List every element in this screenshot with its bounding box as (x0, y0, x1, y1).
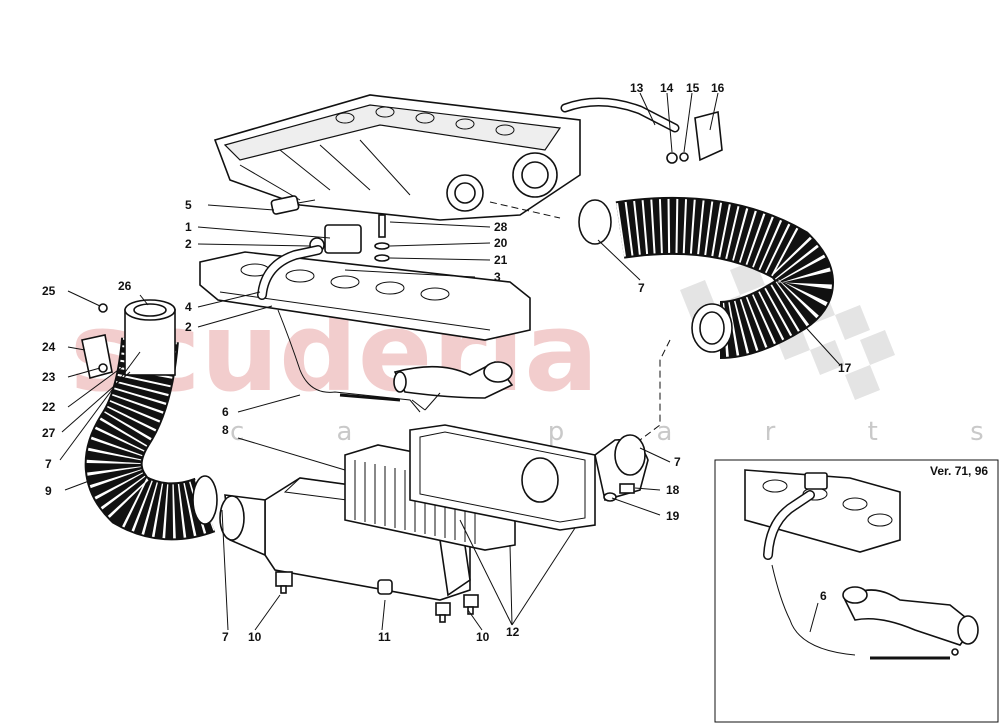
inset-title: Ver. 71, 96 (930, 464, 988, 478)
callout-7b: 7 (45, 457, 52, 471)
callout-9: 9 (45, 484, 52, 498)
air-box (219, 424, 649, 601)
bracket (666, 110, 723, 164)
callout-26: 26 (118, 279, 132, 293)
callout-6: 6 (222, 405, 229, 419)
callout-7c: 7 (674, 455, 681, 469)
callout-23: 23 (42, 370, 56, 384)
callout-8: 8 (222, 423, 229, 437)
callout-14: 14 (660, 81, 674, 95)
corrugated-hose-right (615, 196, 834, 359)
callout-19: 19 (666, 509, 680, 523)
elbow-duct (393, 360, 514, 399)
callout-10a: 10 (248, 630, 262, 644)
callout-18: 18 (666, 483, 680, 497)
callout-labels: 13 14 15 16 5 1 2 28 20 21 3 7 25 26 4 2… (42, 81, 852, 644)
inset-variant-panel: Ver. 71, 96 6 (714, 459, 999, 723)
callout-3: 3 (494, 270, 501, 284)
callout-13: 13 (630, 81, 644, 95)
callout-21: 21 (494, 253, 508, 267)
vacuum-hose (560, 97, 680, 133)
callout-20: 20 (494, 236, 508, 250)
leader-lines (59, 92, 841, 631)
callout-2: 2 (185, 237, 192, 251)
sensor-wire (277, 309, 421, 413)
callout-12: 12 (506, 625, 520, 639)
callout-28: 28 (494, 220, 508, 234)
callout-24: 24 (42, 340, 56, 354)
callout-7a: 7 (638, 281, 645, 295)
callout-2b: 2 (185, 320, 192, 334)
corrugated-hose-left (84, 337, 218, 541)
callout-15: 15 (686, 81, 700, 95)
temperature-sensor (270, 195, 316, 215)
callout-25: 25 (42, 284, 56, 298)
plenum-plate (199, 251, 531, 341)
callout-1: 1 (185, 220, 192, 234)
callout-7d: 7 (222, 630, 229, 644)
callout-16: 16 (711, 81, 725, 95)
callout-22: 22 (42, 400, 56, 414)
callout-27: 27 (42, 426, 56, 440)
callout-17: 17 (838, 361, 852, 375)
stud-bolt (374, 214, 390, 262)
inset-callout-6: 6 (820, 589, 827, 603)
idle-valve (309, 224, 362, 254)
callout-10b: 10 (476, 630, 490, 644)
intake-manifold (213, 94, 581, 221)
callout-4: 4 (185, 300, 192, 314)
rubber-mounts (275, 571, 479, 623)
watermark-subtitle: c a r p a r t s (230, 417, 1000, 447)
hose-clamp (578, 199, 612, 245)
callout-5: 5 (185, 198, 192, 212)
intake-tube (81, 299, 176, 379)
callout-11: 11 (378, 630, 391, 644)
